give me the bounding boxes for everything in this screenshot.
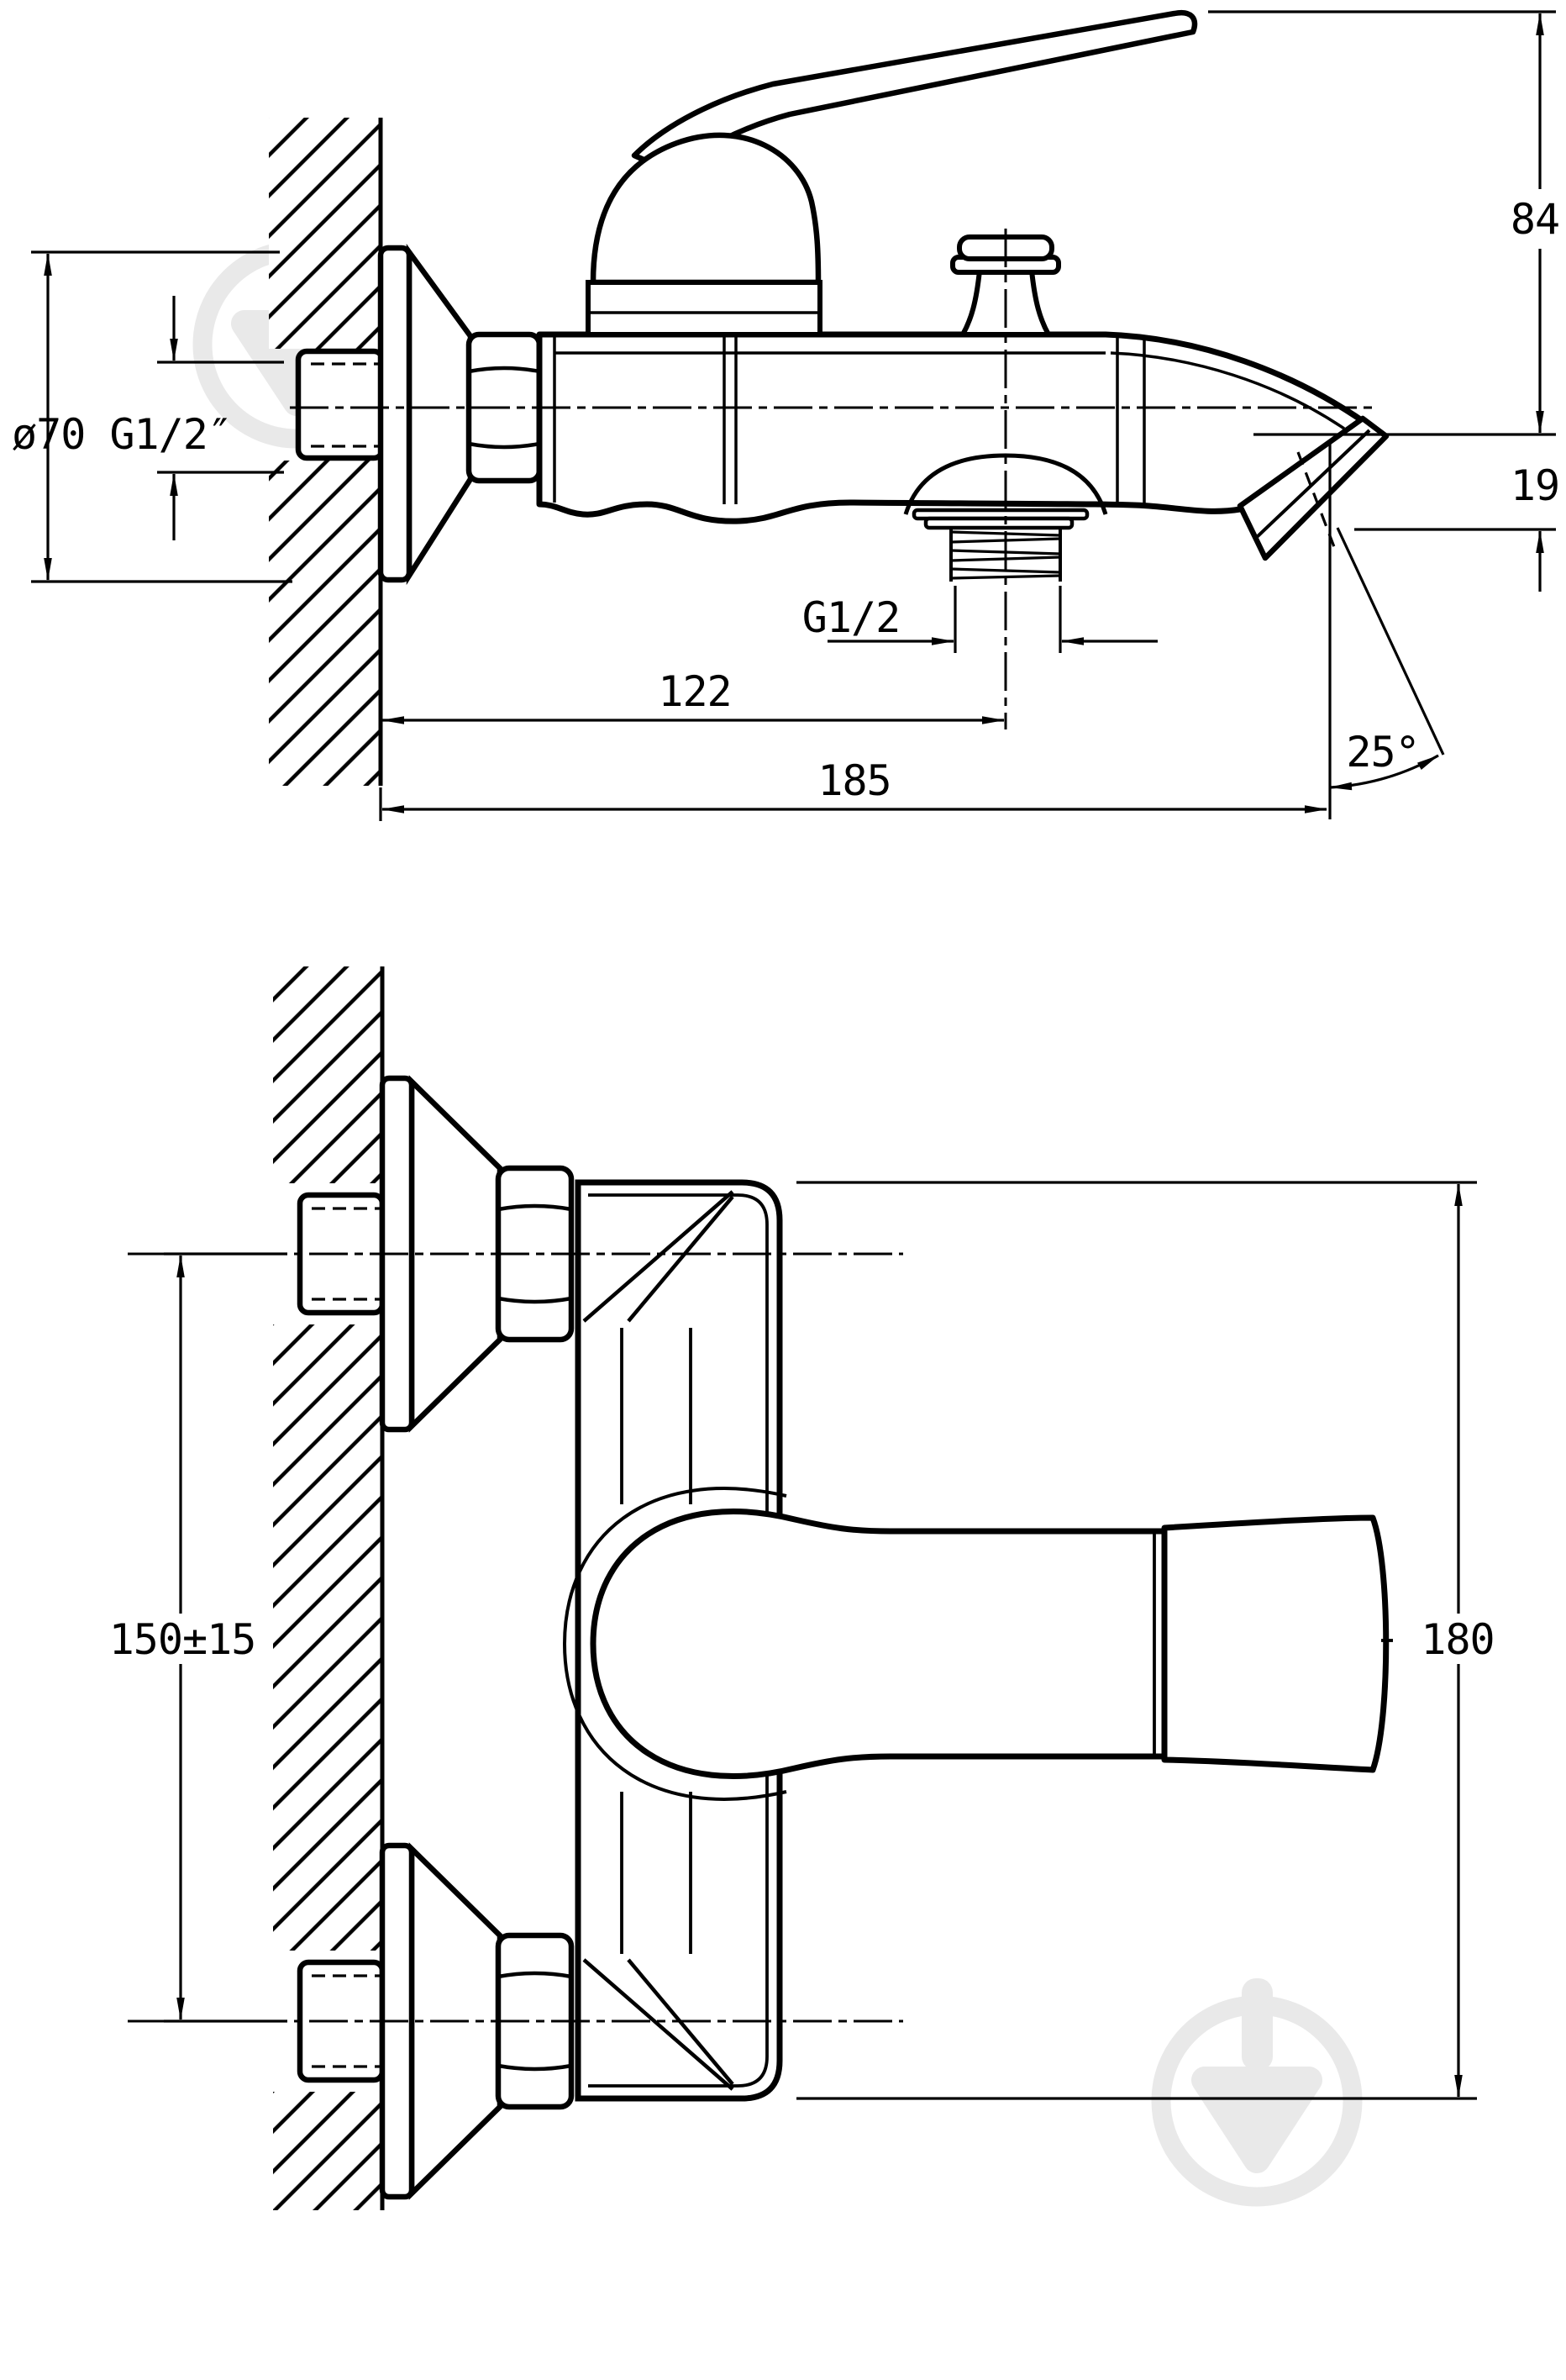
wall-hatch [269,461,381,786]
dimension-label-g12: G1/2 [802,593,900,642]
dimension-25deg: 25° [1328,440,1445,819]
dimension-label-25deg: 25° [1346,728,1419,777]
mixer-body [536,331,1369,524]
dimension-122: 122 [379,667,1005,821]
lever-end-cap [1161,1514,1390,1773]
supply-pipe-stub [295,348,386,461]
wall-section [273,966,385,2210]
dimension-84: 84 [1208,10,1560,436]
wall-hatch [269,118,381,349]
dimension-g12-outlet: G1/2 [802,586,1158,653]
dimension-150: 150±15 [109,1252,287,2023]
cartridge-dome [586,132,822,337]
dimension-label-185: 185 [817,756,891,805]
dimension-label-84: 84 [1511,195,1559,244]
dimension-label-122: 122 [658,667,731,716]
dimension-label-dia70-g12: ø70 G1/2″ [12,410,232,459]
dimension-180: 180 [796,1181,1495,2100]
watermark-logo-icon [1151,1978,1363,2207]
dimension-label-180: 180 [1421,1615,1494,1664]
dimension-label-150: 150±15 [109,1615,256,1664]
dimension-19: 19 [1354,461,1560,592]
chamfer-line [582,1190,734,1323]
dimension-label-19: 19 [1511,461,1559,510]
centerlines [290,229,1378,729]
escutcheon [379,1075,503,1433]
escutcheon [377,244,474,586]
dimension-dia70-g12: ø70 G1/2″ [12,250,292,583]
front-view: 150±15 180 [109,966,1495,2210]
chamfer-line [627,1195,734,1323]
wall-hatch [273,1324,382,1951]
chamfer-line [582,1958,734,2091]
side-view: ø70 G1/2″ 84 19 G1/2 122 [12,9,1560,821]
dimension-185: 185 [381,756,1327,814]
lever-handle-front [562,1487,1393,1801]
wall-hatch [273,2092,382,2210]
wall-hatch [273,966,382,1183]
